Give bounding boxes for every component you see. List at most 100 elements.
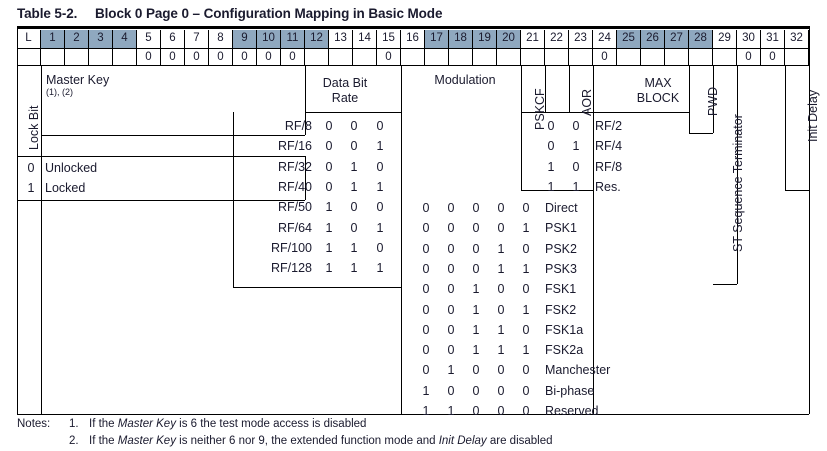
bit-header-22: 22 (545, 30, 569, 48)
hrule (233, 287, 401, 288)
fixed-value-cell-0 (17, 49, 41, 65)
fixed-value-cell-29 (713, 49, 737, 65)
data-bit-rate-bit-1-0: 0 (325, 139, 333, 154)
table-number: Table 5-2. (17, 6, 78, 21)
modulation-bit-10-1: 1 (447, 404, 455, 418)
bit-header-25: 25 (617, 30, 641, 48)
modulation-bit-4-3: 0 (497, 282, 505, 297)
fixed-value-cell-16 (401, 49, 425, 65)
note-row-2: 2. If the Master Key is neither 6 nor 9,… (17, 433, 807, 450)
data-bit-rate-bit-3-0: 0 (325, 179, 333, 194)
modulation-name-5: FSK2 (545, 302, 577, 317)
fixed-value-cell-21 (521, 49, 545, 65)
fixed-value-cell-8: 0 (209, 49, 233, 65)
bit-header-4: 4 (113, 30, 137, 48)
modulation-bit-6-4: 0 (522, 322, 530, 337)
pskcf-bit-1-0: 0 (547, 139, 555, 154)
vrule (401, 65, 402, 414)
vrule (569, 65, 570, 112)
fixed-value-cell-28 (689, 49, 713, 65)
bit-header-30: 30 (737, 30, 761, 48)
fixed-value-cell-30: 0 (737, 49, 761, 65)
bit-header-17: 17 (425, 30, 449, 48)
fixed-value-cell-20 (497, 49, 521, 65)
modulation-bit-3-3: 1 (497, 261, 505, 276)
modulation-name-1: PSK1 (545, 221, 577, 236)
modulation-bit-2-2: 0 (472, 241, 480, 256)
fixed-value-cell-5: 0 (137, 49, 161, 65)
fixed-value-cell-11: 0 (281, 49, 305, 65)
fixed-value-cell-27 (665, 49, 689, 65)
bit-header-18: 18 (449, 30, 473, 48)
data-bit-rate-bit-0-1: 0 (350, 119, 358, 133)
data-bit-rate-bit-7-2: 1 (376, 261, 384, 276)
data-bit-rate-label-line1: Data Bit (322, 76, 368, 90)
pskcf-bit-0-1: 0 (572, 119, 580, 133)
bit-header-21: 21 (521, 30, 545, 48)
lock-bit-meaning-0: Unlocked (45, 161, 98, 175)
modulation-bit-0-1: 0 (447, 201, 455, 215)
data-bit-rate-bit-2-0: 0 (325, 159, 333, 174)
bit-header-14: 14 (353, 30, 377, 48)
modulation-bit-4-4: 0 (522, 282, 530, 297)
bit-header-28: 28 (689, 30, 713, 48)
fixed-value-cell-13 (329, 49, 353, 65)
fixed-value-cell-18 (449, 49, 473, 65)
data-bit-rate-bit-2-1: 1 (350, 159, 358, 174)
hrule (17, 156, 305, 157)
fixed-value-cell-4 (113, 49, 137, 65)
bit-header-31: 31 (761, 30, 785, 48)
pskcf-bit-3-1: 1 (572, 179, 580, 194)
bit-header-3: 3 (89, 30, 113, 48)
bit-header-27: 27 (665, 30, 689, 48)
modulation-bit-6-1: 0 (447, 322, 455, 337)
modulation-bit-2-3: 1 (497, 241, 505, 256)
modulation-bit-7-0: 0 (422, 343, 430, 358)
data-bit-rate-bit-7-0: 1 (325, 261, 333, 276)
fixed-value-cell-10: 0 (257, 49, 281, 65)
fixed-value-cell-19 (473, 49, 497, 65)
fixed-value-cell-1 (41, 49, 65, 65)
fixed-value-cell-24: 0 (593, 49, 617, 65)
bit-header-16: 16 (401, 30, 425, 48)
modulation-bit-1-0: 0 (422, 221, 430, 236)
modulation-bit-10-0: 1 (422, 404, 430, 418)
modulation-bit-1-4: 1 (522, 221, 530, 236)
vrule (713, 65, 714, 133)
modulation-bit-8-4: 0 (522, 363, 530, 378)
st-sequence-terminator-label: ST Sequence Terminator (731, 114, 745, 252)
modulation-bit-0-4: 0 (522, 201, 530, 215)
modulation-bit-4-0: 0 (422, 282, 430, 297)
modulation-bit-9-1: 0 (447, 383, 455, 398)
fixed-value-cell-2 (65, 49, 89, 65)
master-key-label: Master Key (46, 73, 110, 87)
data-bit-rate-bit-4-0: 1 (325, 200, 333, 215)
modulation-bit-6-0: 0 (422, 322, 430, 337)
table-caption: Block 0 Page 0 – Configuration Mapping i… (95, 6, 443, 21)
data-bit-rate-bit-1-2: 1 (376, 139, 384, 154)
note-text-2: If the Master Key is neither 6 nor 9, th… (89, 435, 553, 447)
hrule (305, 112, 401, 113)
fixed-value-cell-9: 0 (233, 49, 257, 65)
modulation-name-3: PSK3 (545, 261, 577, 276)
pskcf-name-1: RF/4 (595, 139, 623, 154)
data-bit-rate-bit-6-0: 1 (325, 240, 333, 255)
fixed-value-cell-22 (545, 49, 569, 65)
modulation-bit-1-3: 0 (497, 221, 505, 236)
note-text-1: If the Master Key is 6 the test mode acc… (89, 418, 367, 430)
bit-header-8: 8 (209, 30, 233, 48)
modulation-bit-9-2: 0 (472, 383, 480, 398)
vrule (41, 65, 42, 414)
data-bit-rate-bit-4-1: 0 (350, 200, 358, 215)
data-bit-rate-name-5: RF/64 (277, 220, 312, 235)
data-bit-rate-bit-3-2: 1 (376, 179, 384, 194)
vrule (233, 112, 234, 287)
vrule (305, 65, 306, 112)
fixed-value-cell-25 (617, 49, 641, 65)
vrule (785, 65, 786, 190)
pskcf-name-3: Res. (595, 179, 621, 194)
modulation-bit-0-2: 0 (472, 201, 480, 215)
bit-header-5: 5 (137, 30, 161, 48)
lock-bit-label: Lock Bit (27, 105, 41, 150)
